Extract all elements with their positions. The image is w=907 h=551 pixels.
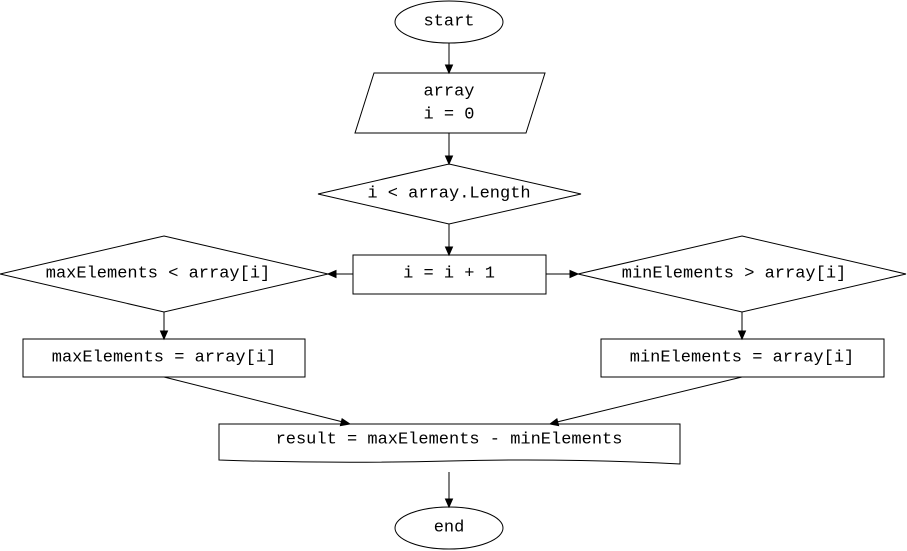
max-assign-node: maxElements = array[i] (22, 338, 306, 378)
loop-condition-label: i < array.Length (367, 185, 530, 204)
loop-condition-node: i < array.Length (317, 163, 582, 225)
min-assign-label: minElements = array[i] (630, 349, 854, 368)
connector-min-assign-to-result (548, 376, 743, 427)
result-node: result = maxElements - minElements (218, 423, 681, 465)
end-node: end (394, 506, 504, 550)
connector-condition-to-increment (444, 224, 454, 257)
result-label: result = maxElements - minElements (276, 431, 623, 450)
connector-max-check-to-max-assign (159, 312, 169, 341)
max-assign-label: maxElements = array[i] (52, 349, 276, 368)
input-node: array i = 0 (354, 72, 546, 134)
max-check-label: maxElements < array[i] (46, 265, 270, 284)
start-node: start (394, 0, 504, 44)
increment-node: i = i + 1 (352, 254, 547, 295)
connector-start-to-input (444, 43, 454, 75)
min-check-label: minElements > array[i] (622, 265, 846, 284)
connector-max-assign-to-result (163, 376, 352, 427)
input-label-array: array (423, 83, 474, 102)
max-check-node: maxElements < array[i] (0, 235, 329, 313)
start-label: start (423, 13, 474, 32)
connector-min-check-to-min-assign (737, 312, 747, 341)
connector-increment-to-max-check (326, 269, 353, 279)
connector-result-to-end (444, 472, 454, 509)
increment-label: i = i + 1 (403, 265, 495, 284)
connector-input-to-condition (444, 133, 454, 166)
min-assign-node: minElements = array[i] (600, 338, 885, 378)
input-label-index: i = 0 (423, 106, 474, 125)
min-check-node: minElements > array[i] (577, 235, 907, 313)
end-label: end (434, 519, 465, 538)
connector-increment-to-min-check (546, 269, 580, 279)
